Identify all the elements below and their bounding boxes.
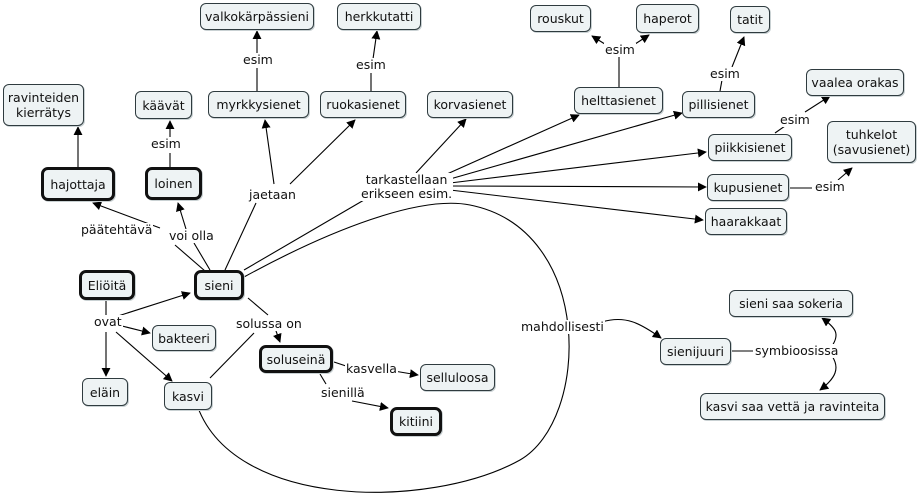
link-label-paatehtava: päätehtävä [80,222,154,237]
node-tuhkelot[interactable]: tuhkelot (savusienet) [827,121,916,163]
node-haperot[interactable]: haperot [636,4,699,33]
node-soluseina[interactable]: soluseinä [259,345,333,373]
node-sienijuuri[interactable]: sienijuuri [660,338,731,365]
link-label-mahdollisesti: mahdollisesti [520,319,605,334]
node-ravinteiden-kierratys[interactable]: ravinteiden kierrätys [3,84,84,126]
node-valkokarpassieni[interactable]: valkokärpässieni [200,3,314,30]
node-rouskut[interactable]: rouskut [530,5,591,32]
link-label-symbioosissa: symbioosissa [754,343,840,358]
node-kitiini[interactable]: kitiini [390,407,442,436]
node-kaavat[interactable]: käävät [135,91,192,119]
link-label-esim-kupu: esim [814,179,846,194]
node-hajottaja[interactable]: hajottaja [41,167,115,201]
link-label-esim-piikki: esim [779,112,811,127]
link-label-solussa-on: solussa on [235,316,303,331]
node-pillisienet[interactable]: pillisienet [682,91,755,118]
link-label-esim-heltta: esim [604,42,636,57]
node-tatit[interactable]: tatit [730,6,770,33]
node-bakteeri[interactable]: bakteeri [152,325,216,351]
link-label-esim-myrkky: esim [242,52,274,67]
node-loinen[interactable]: loinen [145,167,202,200]
node-haarakkaat[interactable]: haarakkaat [705,208,787,235]
link-label-sienilla: sienillä [320,385,366,400]
link-label-esim-ruoka: esim [355,57,387,72]
node-kupusienet[interactable]: kupusienet [707,174,789,201]
link-label-ovat: ovat [93,314,123,329]
link-label-tarkastellaan: tarkastellaan erikseen esim. [360,172,454,201]
node-kasvi-saa-vetta[interactable]: kasvi saa vettä ja ravinteita [700,393,885,420]
link-label-jaetaan: jaetaan [248,187,297,202]
node-vaalea-orakas[interactable]: vaalea orakas [806,69,904,96]
node-eliota[interactable]: Eliöitä [79,270,135,300]
link-label-kasvella: kasvella [345,361,398,376]
link-label-esim-loinen: esim [150,136,182,151]
link-label-voi-olla: voi olla [168,228,215,243]
link-label-esim-pilli: esim [709,66,741,81]
node-kasvi[interactable]: kasvi [164,382,212,410]
node-sieni[interactable]: sieni [194,270,244,300]
node-sieni-saa-sokeria[interactable]: sieni saa sokeria [729,290,853,317]
node-ruokasienet[interactable]: ruokasienet [320,91,406,118]
node-myrkkysienet[interactable]: myrkkysienet [208,91,309,118]
node-piikkisienet[interactable]: piikkisienet [708,134,792,161]
node-elain[interactable]: eläin [82,378,128,406]
node-helttasienet[interactable]: helttasienet [574,87,663,114]
node-selluloosa[interactable]: selluloosa [420,364,495,391]
node-korvasienet[interactable]: korvasienet [427,91,513,118]
node-herkkutatti[interactable]: herkkutatti [337,3,421,30]
